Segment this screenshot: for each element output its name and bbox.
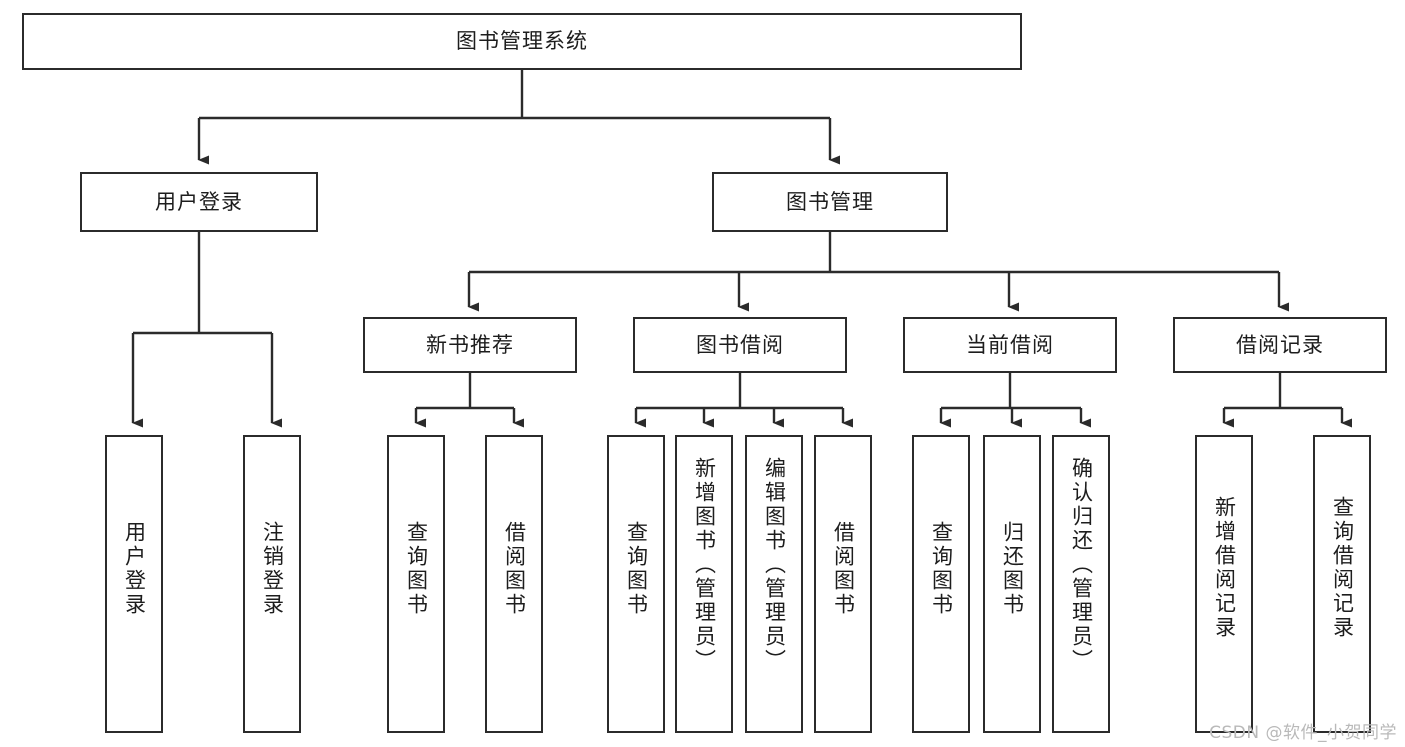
node-borrow-record[interactable]: 借阅记录 bbox=[1173, 317, 1387, 373]
node-book-management[interactable]: 图书管理 bbox=[712, 172, 948, 232]
node-root-system[interactable]: 图书管理系统 bbox=[22, 13, 1022, 70]
node-user-login-label: 用户登录 bbox=[155, 189, 243, 214]
node-leaf-edit-book-admin-label: 编辑图书（管理员） bbox=[762, 457, 787, 673]
node-borrow-record-label: 借阅记录 bbox=[1236, 332, 1324, 357]
node-leaf-borrow-book[interactable]: 借阅图书 bbox=[814, 435, 872, 733]
node-leaf-query-book[interactable]: 查询图书 bbox=[607, 435, 665, 733]
node-leaf-return-book-label: 归还图书 bbox=[1000, 521, 1025, 617]
node-leaf-logout-label: 注销登录 bbox=[260, 521, 285, 617]
node-leaf-borrow-book-new[interactable]: 借阅图书 bbox=[485, 435, 543, 733]
node-leaf-query-book-new-label: 查询图书 bbox=[404, 521, 429, 617]
node-book-borrow[interactable]: 图书借阅 bbox=[633, 317, 847, 373]
node-leaf-return-book[interactable]: 归还图书 bbox=[983, 435, 1041, 733]
node-leaf-query-borrow-record-label: 查询借阅记录 bbox=[1330, 496, 1355, 640]
node-leaf-confirm-return-admin-label: 确认归还（管理员） bbox=[1069, 457, 1094, 673]
node-leaf-borrow-book-new-label: 借阅图书 bbox=[502, 521, 527, 617]
node-leaf-edit-book-admin[interactable]: 编辑图书（管理员） bbox=[745, 435, 803, 733]
node-leaf-confirm-return-admin[interactable]: 确认归还（管理员） bbox=[1052, 435, 1110, 733]
node-leaf-add-book-admin-label: 新增图书（管理员） bbox=[692, 457, 717, 673]
node-leaf-query-book-new[interactable]: 查询图书 bbox=[387, 435, 445, 733]
node-leaf-logout[interactable]: 注销登录 bbox=[243, 435, 301, 733]
node-leaf-query-book-current[interactable]: 查询图书 bbox=[912, 435, 970, 733]
node-current-borrow-label: 当前借阅 bbox=[966, 332, 1054, 357]
node-book-management-label: 图书管理 bbox=[786, 189, 874, 214]
node-leaf-user-login-label: 用户登录 bbox=[122, 521, 147, 617]
node-leaf-user-login[interactable]: 用户登录 bbox=[105, 435, 163, 733]
node-root-system-label: 图书管理系统 bbox=[456, 29, 588, 54]
node-leaf-query-borrow-record[interactable]: 查询借阅记录 bbox=[1313, 435, 1371, 733]
node-leaf-add-book-admin[interactable]: 新增图书（管理员） bbox=[675, 435, 733, 733]
node-leaf-query-book-current-label: 查询图书 bbox=[929, 521, 954, 617]
node-current-borrow[interactable]: 当前借阅 bbox=[903, 317, 1117, 373]
node-book-borrow-label: 图书借阅 bbox=[696, 332, 784, 357]
node-leaf-add-borrow-record-label: 新增借阅记录 bbox=[1212, 496, 1237, 640]
node-leaf-add-borrow-record[interactable]: 新增借阅记录 bbox=[1195, 435, 1253, 733]
node-new-book-recommend-label: 新书推荐 bbox=[426, 332, 514, 357]
node-leaf-query-book-label: 查询图书 bbox=[624, 521, 649, 617]
node-new-book-recommend[interactable]: 新书推荐 bbox=[363, 317, 577, 373]
node-leaf-borrow-book-label: 借阅图书 bbox=[831, 521, 856, 617]
csdn-watermark: CSDN @软件_小贺同学 bbox=[1209, 723, 1397, 743]
node-user-login[interactable]: 用户登录 bbox=[80, 172, 318, 232]
